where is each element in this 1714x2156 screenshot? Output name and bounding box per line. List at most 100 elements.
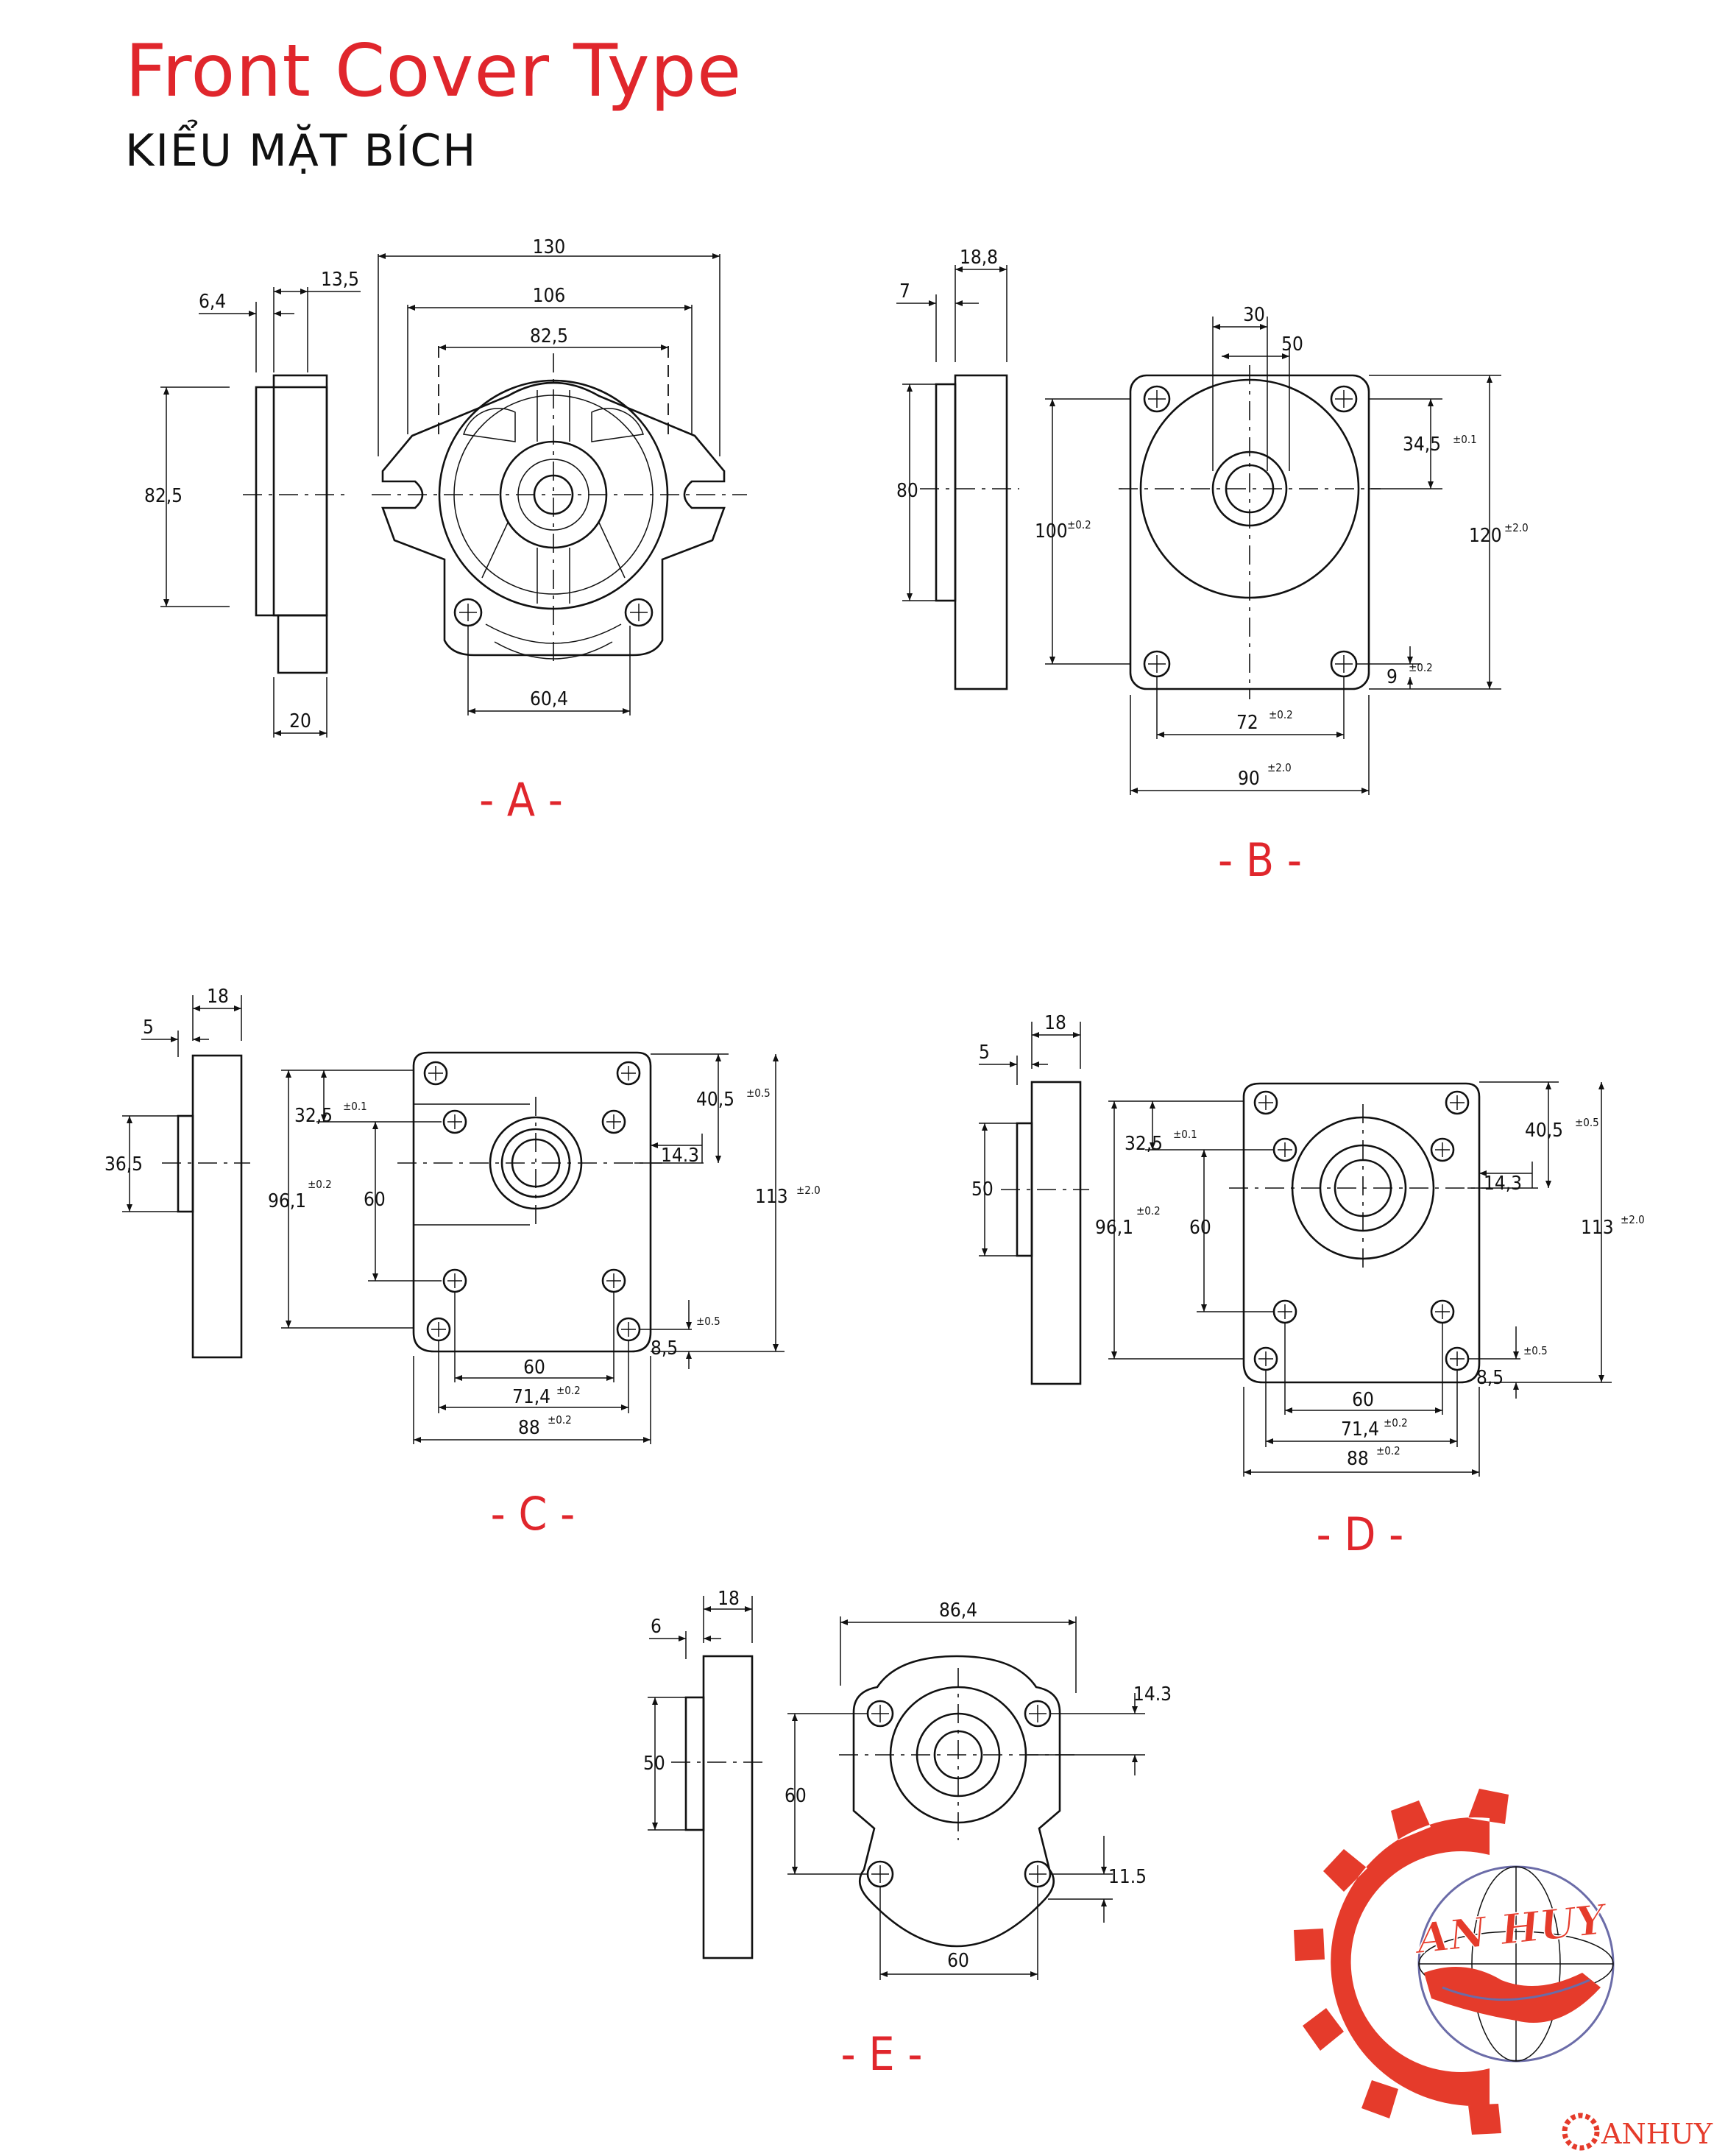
view-c: 18 5 36,5 32,5 ±0.1 96,1 ±0.2 60 40,5 ±0… xyxy=(105,986,821,1541)
dim-d-71-4-tol: ±0.2 xyxy=(1384,1416,1408,1429)
dim-b-34-5: 34,5 xyxy=(1403,434,1441,456)
dim-b-50: 50 xyxy=(1281,333,1303,356)
dim-a-20: 20 xyxy=(289,710,311,732)
logo-brand-text: ANHUY xyxy=(1601,2118,1713,2150)
dim-b-100-tol: ±0.2 xyxy=(1067,518,1091,531)
dim-d-18: 18 xyxy=(1044,1012,1066,1034)
dim-d-113-tol: ±2.0 xyxy=(1621,1213,1645,1226)
view-a-label: - A - xyxy=(479,773,563,827)
dim-b-34-5-tol: ±0.1 xyxy=(1453,433,1477,446)
dim-b-18-8: 18,8 xyxy=(960,247,998,269)
dim-c-96-1-tol: ±0.2 xyxy=(308,1178,332,1191)
dim-b-30: 30 xyxy=(1243,304,1265,326)
dim-e-60-height: 60 xyxy=(785,1785,807,1807)
view-e-front-flange xyxy=(839,1655,1074,1948)
dim-c-32-5-tol: ±0.1 xyxy=(343,1100,367,1113)
dim-c-60-width: 60 xyxy=(523,1357,545,1379)
dim-b-9-tol: ±0.2 xyxy=(1409,661,1433,674)
dim-d-5: 5 xyxy=(979,1042,990,1064)
dim-d-60-width: 60 xyxy=(1352,1389,1374,1411)
dim-c-8-5: 8,5 xyxy=(651,1337,678,1360)
page-title: Front Cover Type xyxy=(125,29,743,113)
dim-c-113-tol: ±2.0 xyxy=(796,1184,821,1197)
view-c-side-profile xyxy=(162,1054,250,1359)
view-c-label: - C - xyxy=(491,1487,576,1541)
dim-c-88: 88 xyxy=(518,1417,540,1439)
view-d-dimensions: 18 5 50 32,5 ±0.1 96,1 ±0.2 60 40,5 ±0.5 xyxy=(971,1012,1645,1477)
page-subtitle: KIỂU MẶT BÍCH xyxy=(125,125,478,177)
view-a: 130 106 82,5 6,4 13,5 82,5 60,4 xyxy=(144,236,747,827)
logo-emblem-text: AN HUY xyxy=(1411,1895,1610,1963)
view-d-side-profile xyxy=(1001,1081,1089,1385)
small-gear-icon xyxy=(1562,2113,1600,2151)
dim-c-88-tol: ±0.2 xyxy=(548,1413,572,1427)
dim-d-8-5: 8,5 xyxy=(1476,1367,1504,1389)
dim-c-113: 113 xyxy=(755,1186,788,1208)
dim-d-113: 113 xyxy=(1581,1217,1614,1239)
dim-b-90-tol: ±2.0 xyxy=(1267,761,1292,774)
view-b-side-profile xyxy=(920,374,1019,690)
dim-b-120: 120 xyxy=(1469,525,1502,547)
dim-b-72: 72 xyxy=(1236,712,1258,734)
dim-d-60-height: 60 xyxy=(1189,1217,1211,1239)
handshake-icon xyxy=(1424,1967,1601,2023)
dim-a-60-4: 60,4 xyxy=(530,688,568,710)
dim-c-40-5-tol: ±0.5 xyxy=(746,1086,771,1100)
dim-c-60-height: 60 xyxy=(364,1189,386,1211)
dim-a-82-5-width: 82,5 xyxy=(530,325,568,347)
view-e: 18 6 50 86,4 14.3 60 11. xyxy=(643,1588,1172,2081)
dim-c-32-5: 32,5 xyxy=(294,1105,333,1127)
dim-d-96-1-tol: ±0.2 xyxy=(1136,1204,1161,1217)
dim-a-82-5-height: 82,5 xyxy=(144,485,183,507)
view-a-side-profile xyxy=(243,374,346,674)
an-huy-logo: AN HUY ANHUY xyxy=(1294,1789,1713,2151)
dim-c-14-3: 14.3 xyxy=(661,1145,699,1167)
dim-e-11-5: 11.5 xyxy=(1108,1866,1147,1888)
view-b-label: - B - xyxy=(1218,833,1302,887)
dim-a-106: 106 xyxy=(533,285,566,307)
dim-c-96-1: 96,1 xyxy=(268,1190,306,1212)
dim-b-100: 100 xyxy=(1035,520,1068,542)
view-b-dimensions: 18,8 7 80 30 50 34,5 ±0.1 100 ±0.2 xyxy=(896,247,1529,795)
dim-e-50: 50 xyxy=(643,1753,665,1775)
dim-d-40-5-tol: ±0.5 xyxy=(1575,1116,1599,1129)
view-d: 18 5 50 32,5 ±0.1 96,1 ±0.2 60 40,5 ±0.5 xyxy=(971,1012,1645,1561)
dim-d-40-5: 40,5 xyxy=(1525,1120,1563,1142)
dim-d-14-3: 14,3 xyxy=(1484,1173,1522,1195)
dim-d-8-5-tol: ±0.5 xyxy=(1523,1344,1548,1357)
dim-b-90: 90 xyxy=(1238,768,1260,790)
dim-e-86-4: 86,4 xyxy=(939,1600,977,1622)
view-a-front-flange xyxy=(372,346,747,666)
view-e-dimensions: 18 6 50 86,4 14.3 60 11. xyxy=(643,1588,1172,1980)
view-d-front-flange xyxy=(1229,1082,1491,1384)
gear-emblem-icon xyxy=(1294,1789,1509,2135)
dim-d-32-5-tol: ±0.1 xyxy=(1173,1128,1197,1141)
dim-d-88: 88 xyxy=(1347,1448,1369,1470)
dim-d-96-1: 96,1 xyxy=(1095,1217,1133,1239)
dim-d-50: 50 xyxy=(971,1178,994,1201)
dim-b-9: 9 xyxy=(1387,666,1398,688)
dim-c-18: 18 xyxy=(207,986,229,1008)
dim-c-71-4-tol: ±0.2 xyxy=(556,1384,581,1397)
view-b: 18,8 7 80 30 50 34,5 ±0.1 100 ±0.2 xyxy=(896,247,1529,887)
dim-b-80: 80 xyxy=(896,480,918,502)
dim-e-14-3: 14.3 xyxy=(1133,1683,1172,1706)
dim-b-72-tol: ±0.2 xyxy=(1269,708,1293,721)
dim-c-40-5: 40,5 xyxy=(696,1089,734,1111)
dim-b-120-tol: ±2.0 xyxy=(1504,521,1529,534)
view-d-label: - D - xyxy=(1317,1508,1404,1561)
dim-d-32-5: 32,5 xyxy=(1125,1133,1163,1155)
view-e-side-profile xyxy=(671,1655,765,1959)
dim-a-130: 130 xyxy=(533,236,566,258)
view-c-front-flange xyxy=(397,1051,662,1353)
dim-e-18: 18 xyxy=(718,1588,740,1610)
dim-d-71-4: 71,4 xyxy=(1341,1418,1379,1441)
view-e-label: - E - xyxy=(841,2027,923,2081)
dim-c-5: 5 xyxy=(143,1017,154,1039)
view-b-front-flange xyxy=(1119,365,1381,699)
view-c-dimensions: 18 5 36,5 32,5 ±0.1 96,1 ±0.2 60 40,5 ±0… xyxy=(105,986,821,1444)
dim-b-7: 7 xyxy=(899,280,910,303)
dim-e-60-width: 60 xyxy=(947,1950,969,1972)
dim-d-88-tol: ±0.2 xyxy=(1376,1444,1400,1457)
